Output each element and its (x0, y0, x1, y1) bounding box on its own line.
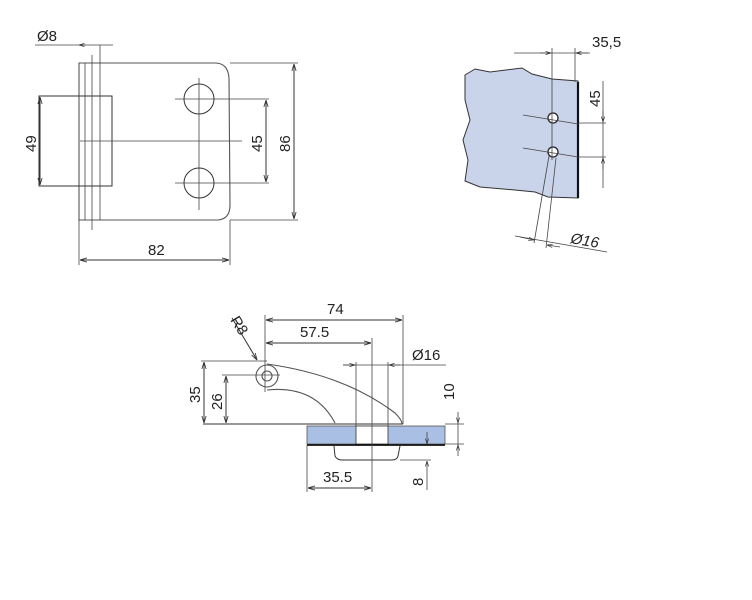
side-view: 74 57.5 Ø16 35 26 R8 10 8 35.5 (187, 301, 464, 492)
glass-hole-top (547, 112, 559, 124)
dim-hole-diameter-glass: Ø16 (568, 230, 601, 252)
pivot (255, 364, 279, 388)
dim-radius: R8 (227, 313, 252, 338)
dim-edge-offset: 35,5 (592, 34, 621, 51)
plate-outline (78, 62, 231, 221)
dim-glass-thickness: 10 (441, 383, 458, 400)
front-view: Ø8 49 45 86 82 (23, 28, 298, 265)
glass-panel (462, 67, 579, 199)
dim-hole-center: 57.5 (300, 324, 329, 341)
dim-pivot-height: 26 (209, 393, 226, 410)
dim-cap: 8 (410, 478, 427, 486)
dim-length: 74 (327, 301, 344, 318)
dim-height-box: 49 (23, 135, 40, 152)
dim-total-height: 86 (277, 135, 294, 152)
dim-hole-diameter-side: Ø16 (412, 347, 440, 364)
dim-height: 35 (187, 386, 204, 403)
dim-hole-spacing-glass: 45 (587, 90, 604, 107)
cap (333, 445, 401, 461)
dim-pin-diameter: Ø8 (37, 28, 57, 45)
dim-width: 82 (148, 242, 165, 259)
dim-hole-spacing: 45 (249, 135, 266, 152)
dim-glass-offset: 35.5 (323, 469, 352, 486)
hinge-arm (266, 363, 403, 425)
glass-detail: 35,5 45 Ø16 (462, 34, 621, 253)
